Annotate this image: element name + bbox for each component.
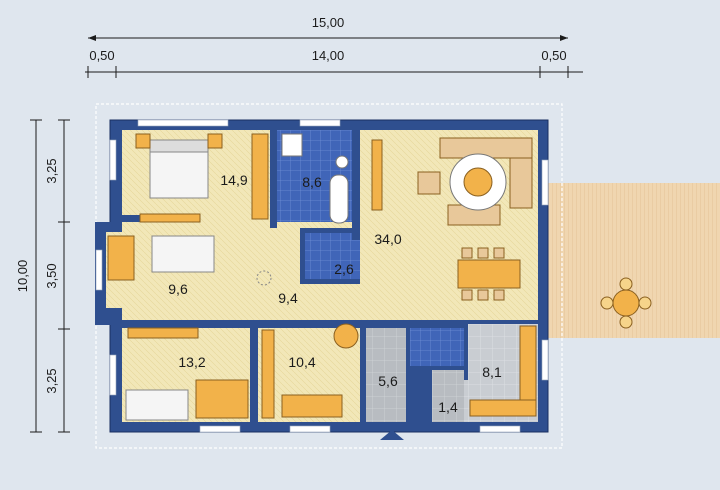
dim-margin-left: 0,50: [89, 48, 114, 63]
area-bedroom-2: 9,6: [168, 281, 188, 297]
dim-total-width: 15,00: [312, 15, 345, 30]
bath-fixtures: [281, 133, 349, 224]
area-bathroom: 8,6: [302, 174, 322, 190]
wardrobe-3: [127, 327, 199, 339]
dining-table: [457, 247, 521, 301]
dim-total-height: 10,00: [15, 260, 30, 293]
wardrobe-study: [261, 329, 275, 419]
area-wc-small: 2,6: [334, 261, 354, 277]
living-sofa: [417, 137, 533, 226]
dim-seg-middle: 3,50: [44, 263, 59, 288]
dim-margin-right: 0,50: [541, 48, 566, 63]
hall-light: [256, 270, 272, 286]
dim-seg-bottom: 3,25: [44, 368, 59, 393]
entry-door: [380, 430, 404, 440]
area-entry: 5,6: [378, 373, 398, 389]
study-desk: [281, 323, 359, 418]
dimension-lines: [30, 35, 583, 433]
living-shelf: [371, 139, 383, 211]
terrace-table: [600, 277, 652, 329]
terrace: [548, 183, 720, 338]
area-study: 10,4: [288, 354, 315, 370]
area-bedroom-3: 13,2: [178, 354, 205, 370]
area-wc-2: 1,4: [438, 399, 458, 415]
area-kitchen: 8,1: [482, 364, 502, 380]
area-bedroom-main: 14,9: [220, 172, 247, 188]
windows: [95, 119, 549, 433]
wardrobe-main: [251, 133, 269, 220]
kitchen-counter: [469, 325, 537, 417]
dim-inner-width: 14,00: [312, 48, 345, 63]
bed-main: [135, 133, 223, 199]
dim-seg-top: 3,25: [44, 158, 59, 183]
interior-walls: [120, 128, 538, 430]
area-hall: 9,4: [278, 290, 298, 306]
area-living: 34,0: [374, 231, 401, 247]
bed-3: [125, 379, 249, 421]
dresser-main: [139, 213, 201, 223]
bed-2: [107, 235, 215, 281]
